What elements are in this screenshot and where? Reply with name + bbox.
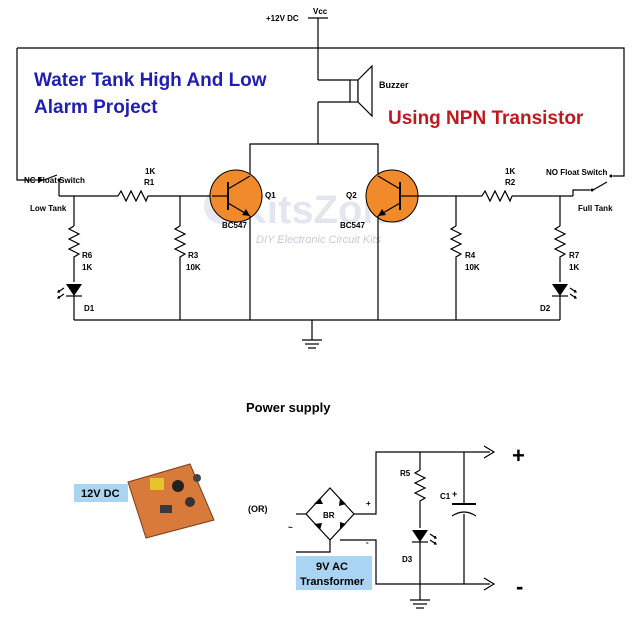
r7-name: R7 [569, 251, 580, 260]
buzzer-icon [317, 64, 373, 144]
r1-name: R1 [144, 178, 155, 187]
r5-name: R5 [400, 469, 411, 478]
collector-wire [249, 143, 379, 176]
capacitor-c1-icon [451, 503, 477, 517]
dc-label: 12V DC [81, 488, 120, 500]
nc-float-switch-label: NC Float Switch [24, 176, 85, 185]
r3-value: 10K [186, 263, 201, 272]
led-d1-icon [57, 284, 82, 299]
r4-value: 10K [465, 263, 480, 272]
c1-plus-label: + [452, 489, 457, 499]
r7-value: 1K [569, 263, 579, 272]
r6-name: R6 [82, 251, 93, 260]
subtitle: Using NPN Transistor [388, 108, 584, 129]
d2-label: D2 [540, 304, 551, 313]
q1-name: Q1 [265, 191, 276, 200]
resistor-r1 [117, 189, 149, 203]
resistor-r7 [553, 225, 567, 282]
transformer-line2: Transformer [300, 576, 365, 588]
negative-arrow-icon [483, 577, 496, 591]
right-switch-wire [572, 189, 590, 196]
q1-part: BC547 [222, 221, 247, 230]
top-rail-wire [17, 47, 625, 177]
power-supply-title: Power supply [246, 400, 331, 415]
q2-name: Q2 [346, 191, 357, 200]
buzzer-label: Buzzer [379, 80, 409, 90]
positive-output-wire [354, 451, 490, 515]
r4-name: R4 [465, 251, 476, 260]
ground-icon [302, 320, 322, 349]
supply-voltage-label: +12V DC [266, 14, 299, 23]
title-line-2: Alarm Project [34, 97, 158, 118]
c1-label: C1 [440, 492, 451, 501]
r3-name: R3 [188, 251, 199, 260]
resistor-r3 [173, 225, 187, 320]
output-minus-label: - [516, 574, 523, 599]
resistor-r5 [413, 469, 427, 528]
bridge-minus-label: - [366, 538, 369, 547]
output-plus-label: + [512, 443, 525, 468]
positive-arrow-icon [483, 445, 496, 459]
no-float-switch-label: NO Float Switch [546, 168, 607, 177]
vcc-symbol-label: Vcc [313, 7, 328, 16]
title-line-1: Water Tank High And Low [34, 70, 267, 91]
d3-label: D3 [402, 555, 413, 564]
no-float-switch-icon [590, 174, 613, 192]
resistor-r2 [481, 189, 513, 203]
dc-module-image [127, 463, 215, 539]
r1-value: 1K [145, 167, 155, 176]
low-tank-label: Low Tank [30, 204, 67, 213]
resistor-r4 [449, 225, 463, 320]
left-rail-wire [16, 48, 25, 181]
transformer-lead-wire [296, 540, 331, 553]
transistor-q1-icon [209, 169, 263, 223]
resistor-r6 [67, 225, 81, 282]
r2-value: 1K [505, 167, 515, 176]
negative-output-wire [340, 539, 490, 585]
dc-label-box [74, 484, 128, 502]
transformer-line1: 9V AC [316, 561, 348, 573]
ac-symbol-icon: ~ [288, 523, 293, 532]
transistor-q2-icon [365, 169, 419, 223]
bridge-label: BR [323, 511, 335, 520]
full-tank-label: Full Tank [578, 204, 613, 213]
watermark-tagline: DIY Electronic Circuit Kits [256, 234, 382, 246]
r2-name: R2 [505, 178, 516, 187]
ps-ground-icon [410, 599, 430, 609]
led-d2-icon [552, 284, 577, 299]
d1-label: D1 [84, 304, 95, 313]
q2-part: BC547 [340, 221, 365, 230]
r6-value: 1K [82, 263, 92, 272]
bridge-plus-label: + [366, 499, 371, 508]
led-d3-icon [412, 530, 437, 545]
or-label: (OR) [248, 504, 268, 514]
transformer-label-box [296, 556, 372, 590]
